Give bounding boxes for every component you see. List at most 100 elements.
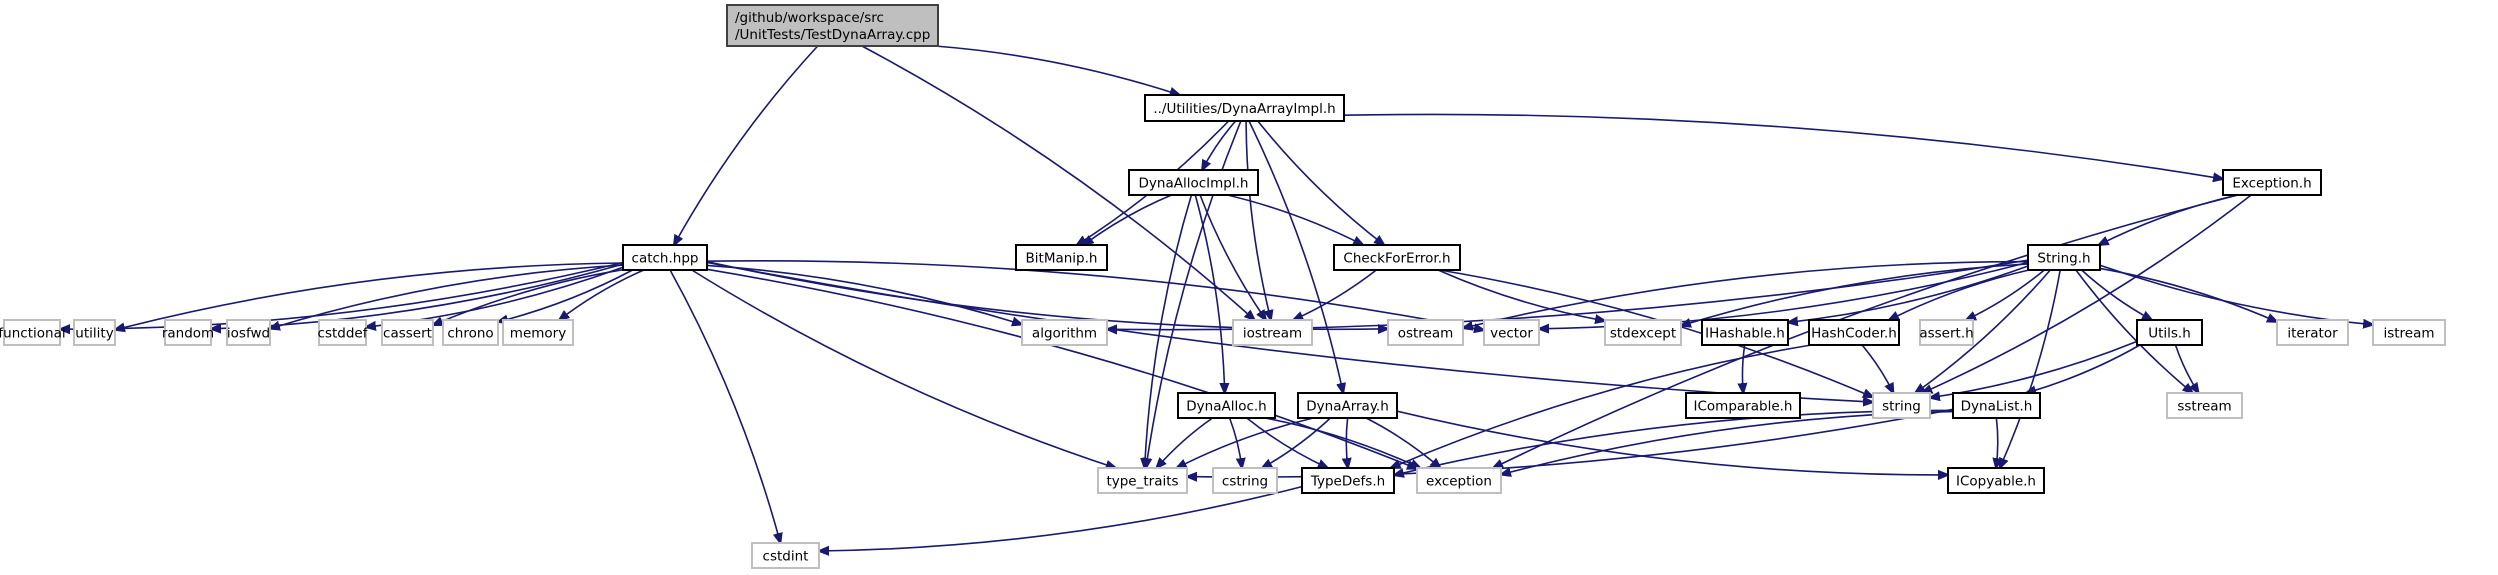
node-dynaarrayimpl[interactable]: ../Utilities/DynaArrayImpl.h (1144, 94, 1345, 122)
node-label-dynalist: DynaList.h (1961, 399, 2033, 415)
node-icopyable[interactable]: ICopyable.h (1947, 467, 2045, 494)
node-root[interactable]: /github/workspace/src/UnitTests/TestDyna… (726, 4, 939, 47)
node-box-iostream (1232, 319, 1313, 346)
edge-dynalist-to-icopyable (1996, 417, 1998, 468)
edge-dynaallocimpl-to-checkforerror (1227, 194, 1363, 245)
node-label-algorithm: algorithm (1032, 326, 1097, 342)
node-typedefs[interactable]: TypeDefs.h (1301, 467, 1395, 494)
edge-root-to-catch (674, 45, 819, 245)
edge-dynaalloc-to-exception (1265, 417, 1420, 468)
edge-utils-to-string (1930, 340, 2138, 397)
node-label-exception: exception (1426, 474, 1492, 490)
edge-dynaarray-to-icopyable (1396, 410, 1948, 475)
node-label-icomparable: IComparable.h (1694, 399, 1793, 415)
node-label-cstring: cstring (1222, 474, 1268, 490)
node-box-utils (2136, 319, 2203, 346)
edge-catch-to-chrono (498, 269, 633, 322)
edge-catch-to-cassert (433, 268, 624, 325)
node-stdexcept: stdexcept (1604, 319, 1682, 346)
node-iostream: iostream (1232, 319, 1313, 346)
node-box-bitmanip (1015, 244, 1108, 271)
node-box-exception (1416, 467, 1502, 494)
node-box-type_traits (1097, 467, 1188, 494)
node-label-memory: memory (510, 326, 566, 342)
node-box-cstring (1212, 467, 1278, 494)
node-label-type_traits: type_traits (1106, 474, 1178, 490)
edge-stringh-to-icopyable (2000, 269, 2061, 468)
node-label-bitmanip: BitManip.h (1026, 251, 1098, 267)
edge-stringh-to-sstream (2075, 269, 2193, 393)
edge-stringh-to-asserth (1966, 269, 2045, 320)
node-cstdint: cstdint (751, 542, 820, 569)
node-dynaarray[interactable]: DynaArray.h (1297, 392, 1398, 419)
node-box-stdexcept (1604, 319, 1682, 346)
node-box-ihashable (1701, 319, 1789, 346)
edge-catch-to-memory (559, 269, 645, 320)
node-dynaalloc[interactable]: DynaAlloc.h (1177, 392, 1276, 419)
edge-dynaarrayimpl-to-exceptionh (1343, 113, 2223, 179)
node-box-asserth (1919, 319, 1974, 346)
node-label-icopyable: ICopyable.h (1956, 474, 2036, 490)
edge-root-to-dynaarrayimpl (934, 45, 1180, 95)
edge-catch-to-iosfwd (270, 264, 624, 329)
edge-checkforerror-to-stdexcept (1437, 269, 1605, 321)
edge-dynaarray-to-type_traits (1177, 417, 1314, 468)
node-cstring: cstring (1212, 467, 1278, 494)
edge-dynalist-to-type_traits (1187, 408, 1954, 477)
node-label-ostream: ostream (1398, 326, 1454, 342)
edge-catch-to-utility (115, 262, 624, 330)
edge-exceptionh-to-string (1922, 194, 2252, 393)
node-hashcoder[interactable]: HashCoder.h (1808, 319, 1900, 346)
node-memory: memory (502, 319, 574, 346)
node-label-stringh: String.h (2037, 251, 2090, 267)
node-exceptionh[interactable]: Exception.h (2222, 169, 2322, 196)
node-box-icomparable (1685, 392, 1801, 419)
node-box-dynaalloc (1177, 392, 1276, 419)
node-utils[interactable]: Utils.h (2136, 319, 2203, 346)
node-label-cstdint: cstdint (763, 549, 809, 565)
node-icomparable[interactable]: IComparable.h (1685, 392, 1801, 419)
edge-root-to-iostream (861, 45, 1255, 320)
edge-stringh-to-ihashable (1788, 265, 2029, 322)
node-type_traits: type_traits (1097, 467, 1188, 494)
node-label-cstddef: cstddef (318, 326, 369, 342)
edge-dynaarray-to-typedefs (1346, 417, 1348, 468)
node-dynalist[interactable]: DynaList.h (1952, 392, 2041, 419)
node-label-checkforerror: CheckForError.h (1343, 251, 1450, 267)
node-label-functional: functional (0, 326, 66, 342)
edge-dynaallocimpl-to-dynaalloc (1194, 194, 1224, 393)
node-box-istream (2372, 319, 2446, 346)
node-box-vector (1483, 319, 1540, 346)
node-box-root (726, 4, 939, 47)
edge-catch-to-cstdint (669, 269, 780, 543)
node-dynaallocimpl[interactable]: DynaAllocImpl.h (1128, 169, 1259, 196)
node-box-hashcoder (1808, 319, 1900, 346)
node-box-catch (622, 244, 708, 271)
node-box-string (1872, 392, 1931, 419)
node-sstream: sstream (2166, 392, 2243, 419)
edge-catch-to-vector (706, 260, 1484, 330)
node-checkforerror[interactable]: CheckForError.h (1333, 244, 1461, 271)
node-label-ihashable: IHashable.h (1705, 326, 1785, 342)
edge-dynaarray-to-cstring (1262, 417, 1331, 468)
edge-checkforerror-to-iostream (1293, 269, 1377, 320)
node-stringh[interactable]: String.h (2027, 244, 2101, 271)
node-ihashable[interactable]: IHashable.h (1701, 319, 1789, 346)
node-box-stringh (2027, 244, 2101, 271)
node-algorithm: algorithm (1021, 319, 1108, 346)
node-box-utility (73, 319, 116, 346)
edge-dynaarrayimpl-to-iostream (1245, 120, 1271, 320)
node-box-cstdint (751, 542, 820, 569)
node-box-sstream (2166, 392, 2243, 419)
edge-dynaarrayimpl-to-type_traits (1146, 120, 1242, 468)
edge-hashcoder-to-string (1861, 344, 1893, 393)
node-catch[interactable]: catch.hpp (622, 244, 708, 271)
node-bitmanip[interactable]: BitManip.h (1015, 244, 1108, 271)
node-label-string: string (1882, 399, 1921, 415)
node-label-catch: catch.hpp (632, 251, 699, 267)
edge-stringh-to-hashcoder (1889, 269, 2030, 320)
node-label-asserth: assert.h (1919, 326, 1973, 342)
edge-catch-to-exception (706, 268, 1417, 468)
node-label-random: random (162, 326, 214, 342)
node-string: string (1872, 392, 1931, 419)
